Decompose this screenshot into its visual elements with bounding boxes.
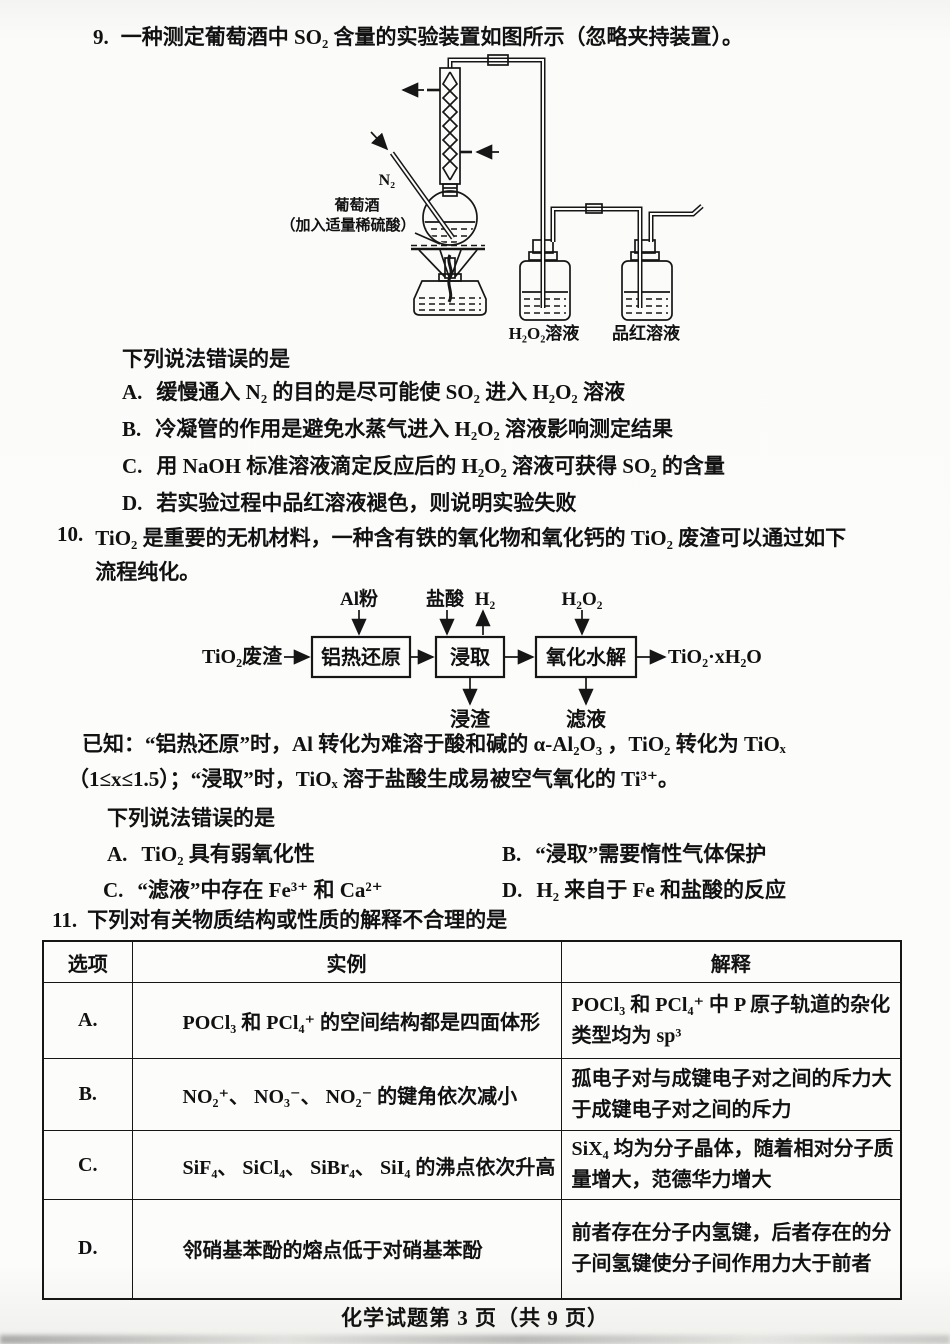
option-text: TiO₂ 具有弱氧化性 bbox=[141, 842, 315, 866]
q11-table: 选项 实例 解释 A. POCl₃ 和 PCl₄⁺ 的空间结构都是四面体形 PO… bbox=[42, 940, 902, 1300]
row-c-example: SiF₄、 SiCl₄、 SiBr₄、 SiI₄ 的沸点依次升高 bbox=[131, 1130, 562, 1200]
q11-stem-row: 11. 下列对有关物质结构或性质的解释不合理的是 bbox=[52, 907, 507, 933]
q9-apparatus-diagram: N₂ 葡萄酒 （加入适量稀硫酸） H₂O₂溶液 品红溶液 bbox=[280, 54, 704, 343]
option-text: “滤液”中存在 Fe³⁺ 和 Ca²⁺ bbox=[137, 878, 383, 902]
option-text: 用 NaOH 标准溶液滴定反应后的 H₂O₂ 溶液可获得 SO₂ 的含量 bbox=[156, 454, 725, 478]
q10-known-line2: （1≤x≤1.5）；“浸取”时，TiOₓ 溶于盐酸生成易被空气氧化的 Ti³⁺。 bbox=[68, 767, 679, 791]
flow-h2o2-label: H₂O₂ bbox=[562, 589, 603, 610]
flow-al-label: Al粉 bbox=[340, 587, 378, 610]
table-row: A. POCl₃ 和 PCl₄⁺ 的空间结构都是四面体形 POCl₃ 和 PCl… bbox=[42, 982, 902, 1059]
option-label: A. bbox=[122, 380, 143, 404]
gas-delivery-pipe bbox=[447, 54, 546, 308]
q9-number: 9. bbox=[93, 25, 109, 49]
flow-h2-label: H₂ bbox=[475, 589, 496, 610]
header-explanation: 解释 bbox=[560, 940, 902, 983]
bottle1-label: H₂O₂溶液 bbox=[509, 323, 580, 343]
row-c-explanation: SiX₄ 均为分子晶体，随着相对分子质量增大，范德华力增大 bbox=[560, 1130, 902, 1200]
q10-number: 10. bbox=[57, 522, 84, 546]
row-d-explanation: 前者存在分子内氢键，后者存在的分子间氢键使分子间作用力大于前者 bbox=[560, 1199, 902, 1299]
option-text: “浸取”需要惰性气体保护 bbox=[535, 842, 767, 866]
q9-option-d: D. 若实验过程中品红溶液褪色，则说明实验失败 bbox=[122, 490, 576, 516]
table-row: C. SiF₄、 SiCl₄、 SiBr₄、 SiI₄ 的沸点依次升高 SiX₄… bbox=[42, 1130, 902, 1200]
row-b-example: NO₂⁺、 NO₃⁻、 NO₂⁻ 的键角依次减小 bbox=[131, 1058, 562, 1131]
option-label: B. bbox=[502, 842, 522, 866]
q10-stem-line1: TiO₂ 是重要的无机材料，一种含有铁的氧化物和氧化钙的 TiO₂ 废渣可以通过… bbox=[95, 526, 847, 550]
flow-filtrate-label: 滤液 bbox=[566, 707, 607, 731]
q10-option-a: A. TiO₂ 具有弱氧化性 bbox=[107, 841, 315, 867]
q9-stem-row: 9. 一种测定葡萄酒中 SO₂ 含量的实验装置如图所示（忽略夹持装置）。 bbox=[93, 24, 743, 50]
option-text: 若实验过程中品红溶液褪色，则说明实验失败 bbox=[156, 491, 577, 515]
q11-number: 11. bbox=[52, 908, 78, 932]
page-footer: 化学试题第 3 页（共 9 页） bbox=[341, 1306, 609, 1330]
q10-option-d: D. H₂ 来自于 Fe 和盐酸的反应 bbox=[502, 877, 786, 903]
row-b-explanation: 孤电子对与成键电子对之间的斥力大于成键电子对之间的斥力 bbox=[560, 1058, 902, 1131]
wire-gauze bbox=[411, 244, 485, 278]
flask-label-pointer bbox=[414, 232, 441, 245]
q10-option-b: B. “浸取”需要惰性气体保护 bbox=[502, 841, 766, 867]
option-label: B. bbox=[122, 417, 142, 441]
table-row: B. NO₂⁺、 NO₃⁻、 NO₂⁻ 的键角依次减小 孤电子对与成键电子对之间… bbox=[42, 1058, 902, 1131]
outlet-tube bbox=[648, 204, 704, 242]
row-a-example: POCl₃ 和 PCl₄⁺ 的空间结构都是四面体形 bbox=[131, 982, 562, 1059]
row-d-option: D. bbox=[42, 1199, 133, 1299]
flow-residue-label: 浸渣 bbox=[450, 707, 491, 731]
row-a-option: A. bbox=[42, 982, 133, 1059]
option-label: D. bbox=[122, 491, 143, 515]
option-label: A. bbox=[107, 842, 128, 866]
q10-known-line1: 已知：“铝热还原”时，Al 转化为难溶于酸和碱的 α-Al₂O₃ ，TiO₂ 转… bbox=[82, 732, 786, 756]
wash-bottle-2 bbox=[621, 239, 673, 321]
table-header-row: 选项 实例 解释 bbox=[42, 940, 902, 983]
n2-inlet-tube bbox=[389, 151, 456, 240]
scan-artifact bbox=[0, 1335, 950, 1344]
option-label: C. bbox=[122, 454, 143, 478]
row-d-example: 邻硝基苯酚的熔点低于对硝基苯酚 bbox=[131, 1199, 562, 1299]
flask-label-line1: 葡萄酒 bbox=[333, 196, 379, 214]
table-row: D. 邻硝基苯酚的熔点低于对硝基苯酚 前者存在分子内氢键，后者存在的分子间氢键使… bbox=[42, 1199, 902, 1299]
header-example: 实例 bbox=[131, 940, 562, 983]
q9-stem: 一种测定葡萄酒中 SO₂ 含量的实验装置如图所示（忽略夹持装置）。 bbox=[120, 25, 744, 49]
option-text: H₂ 来自于 Fe 和盐酸的反应 bbox=[536, 878, 786, 902]
n2-label: N₂ bbox=[379, 172, 396, 189]
q10-flow-diagram: TiO₂废渣 铝热还原 浸取 氧化水解 TiO₂·xH₂O Al粉 盐酸 H₂ … bbox=[202, 587, 762, 731]
q10-option-c: C. “滤液”中存在 Fe³⁺ 和 Ca²⁺ bbox=[103, 877, 383, 903]
q9-option-b: B. 冷凝管的作用是避免水蒸气进入 H₂O₂ 溶液影响测定结果 bbox=[122, 416, 673, 442]
option-text: 冷凝管的作用是避免水蒸气进入 H₂O₂ 溶液影响测定结果 bbox=[155, 417, 674, 441]
alcohol-lamp bbox=[413, 254, 487, 316]
flow-box2-label: 浸取 bbox=[450, 646, 490, 669]
flask-label-line2: （加入适量稀硫酸） bbox=[280, 216, 415, 234]
option-text: 缓慢通入 N₂ 的目的是尽可能使 SO₂ 进入 H₂O₂ 溶液 bbox=[156, 380, 625, 404]
flow-box1-label: 铝热还原 bbox=[321, 645, 401, 669]
flow-box3-label: 氧化水解 bbox=[545, 645, 626, 669]
row-c-option: C. bbox=[42, 1130, 133, 1200]
q10-stem-line2: 流程纯化。 bbox=[95, 560, 201, 584]
option-label: C. bbox=[103, 878, 124, 902]
round-flask bbox=[422, 190, 478, 246]
q11-stem: 下列对有关物质结构或性质的解释不合理的是 bbox=[87, 908, 508, 932]
adapter bbox=[442, 183, 458, 197]
bottle2-label: 品红溶液 bbox=[612, 323, 680, 343]
header-option: 选项 bbox=[42, 940, 133, 983]
row-a-explanation: POCl₃ 和 PCl₄⁺ 中 P 原子轨道的杂化类型均为 sp³ bbox=[560, 982, 902, 1059]
flow-input-label: TiO₂废渣 bbox=[202, 644, 283, 668]
row-b-option: B. bbox=[42, 1058, 133, 1131]
q10-stem-row: 10. TiO₂ 是重要的无机材料，一种含有铁的氧化物和氧化钙的 TiO₂ 废渣… bbox=[57, 521, 846, 589]
flow-output-label: TiO₂·xH₂O bbox=[668, 646, 762, 668]
flow-hcl-label: 盐酸 bbox=[426, 587, 465, 610]
q9-option-a: A. 缓慢通入 N₂ 的目的是尽可能使 SO₂ 进入 H₂O₂ 溶液 bbox=[122, 379, 625, 405]
option-label: D. bbox=[502, 878, 523, 902]
n2-flow-arrow bbox=[370, 131, 389, 151]
q9-prompt: 下列说法错误的是 bbox=[122, 347, 290, 371]
q10-prompt: 下列说法错误的是 bbox=[107, 806, 275, 830]
q9-option-c: C. 用 NaOH 标准溶液滴定反应后的 H₂O₂ 溶液可获得 SO₂ 的含量 bbox=[122, 453, 725, 479]
condenser bbox=[427, 67, 472, 185]
connecting-tube bbox=[550, 203, 643, 308]
